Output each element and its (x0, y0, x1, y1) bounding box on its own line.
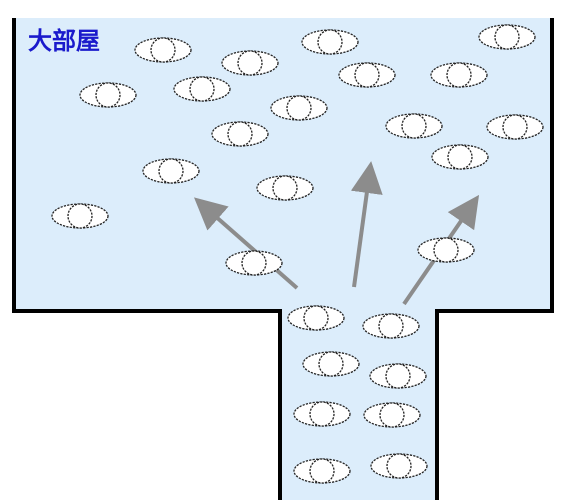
person-top-view-icon (362, 313, 420, 339)
arrow-icon (350, 161, 383, 288)
room-label: 大部屋 (28, 27, 100, 55)
person-top-view-icon (486, 114, 544, 140)
person-top-view-icon (369, 363, 427, 389)
person-top-view-icon (173, 76, 231, 102)
person-top-view-icon (338, 62, 396, 88)
person-top-view-icon (430, 62, 488, 88)
person-top-view-icon (293, 401, 351, 427)
person-top-view-icon (287, 305, 345, 331)
room-walls (12, 18, 554, 500)
person-top-view-icon (385, 113, 443, 139)
person-top-view-icon (370, 453, 428, 479)
arrow-icon (193, 197, 299, 290)
person-top-view-icon (221, 50, 279, 76)
person-top-view-icon (302, 351, 360, 377)
person-top-view-icon (431, 144, 489, 170)
person-top-view-icon (142, 158, 200, 184)
person-top-view-icon (211, 121, 269, 147)
person-top-view-icon (363, 402, 421, 428)
person-top-view-icon (51, 203, 109, 229)
person-top-view-icon (79, 82, 137, 108)
person-top-view-icon (256, 175, 314, 201)
person-top-view-icon (270, 95, 328, 121)
person-top-view-icon (134, 37, 192, 63)
person-top-view-icon (478, 24, 536, 50)
person-top-view-icon (301, 29, 359, 55)
person-top-view-icon (417, 237, 475, 263)
person-top-view-icon (225, 250, 283, 276)
people-group (51, 24, 544, 484)
person-top-view-icon (293, 458, 351, 484)
